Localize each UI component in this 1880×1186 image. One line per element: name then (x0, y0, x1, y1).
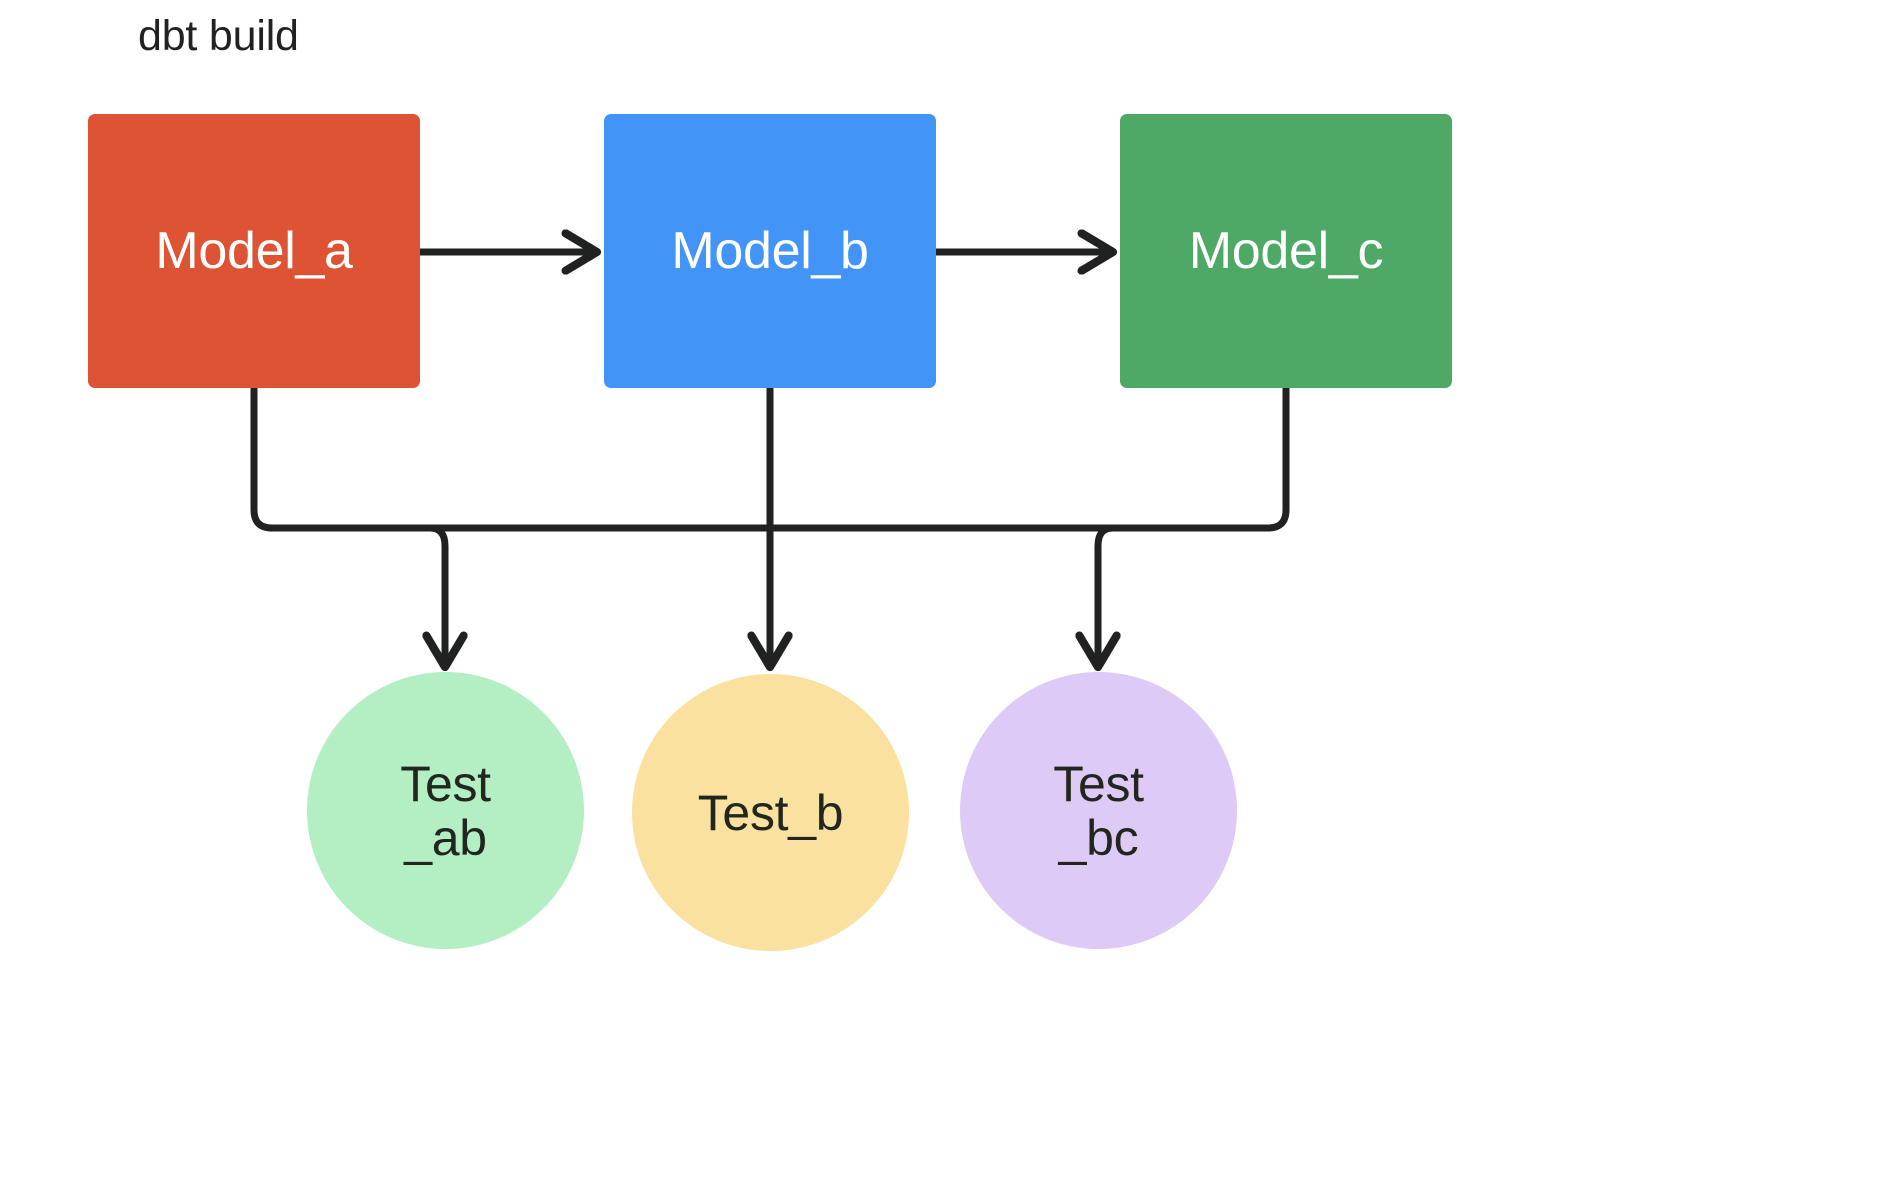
node-model-c[interactable]: Model_c (1120, 114, 1452, 388)
diagram-title: dbt build (138, 12, 299, 60)
node-test-b-label: Test_b (697, 784, 844, 841)
edge-bus-to-test-bc (1098, 524, 1113, 664)
node-model-c-label: Model_c (1188, 222, 1384, 280)
node-test-bc-label: Test _bc (1053, 755, 1144, 866)
node-test-ab-label: Test _ab (400, 755, 491, 866)
node-model-b-label: Model_b (671, 222, 869, 280)
node-model-a[interactable]: Model_a (88, 114, 420, 388)
edge-model-c-to-bus (766, 384, 1290, 532)
node-test-ab[interactable]: Test _ab (307, 672, 584, 949)
edge-bus-to-test-ab (430, 524, 445, 664)
node-model-b[interactable]: Model_b (604, 114, 936, 388)
node-test-bc[interactable]: Test _bc (960, 672, 1237, 949)
node-test-b[interactable]: Test_b (632, 674, 909, 951)
node-model-a-label: Model_a (155, 222, 353, 280)
edge-model-a-to-bus (250, 384, 774, 532)
